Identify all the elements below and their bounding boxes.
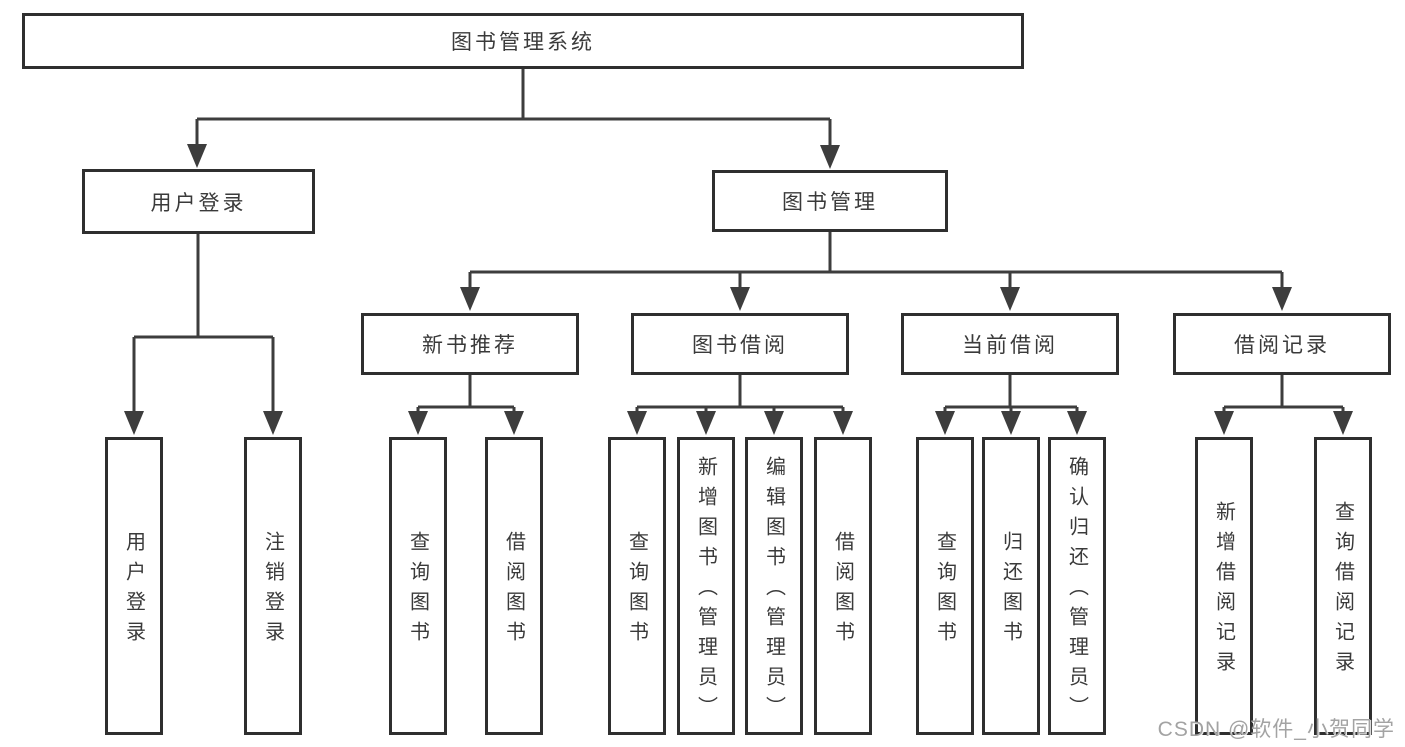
arrowhead-icon	[1067, 411, 1087, 435]
node-book-borrow: 图书借阅	[631, 313, 849, 375]
leaf-borrow-books: 借阅图书	[814, 437, 872, 735]
arrowhead-icon	[1001, 411, 1021, 435]
arrowhead-icon	[764, 411, 784, 435]
arrowhead-icon	[696, 411, 716, 435]
node-new-book-recommend: 新书推荐	[361, 313, 579, 375]
arrowhead-icon	[1214, 411, 1234, 435]
leaf-add-book-admin: 新增图书（管理员）	[677, 437, 735, 735]
connector-current-to-leaves	[935, 375, 1087, 435]
leaf-borrow-books-label: 借阅图书	[831, 531, 854, 651]
connector-root-to-level2	[187, 69, 840, 169]
leaf-query-books-current-label: 查询图书	[933, 531, 956, 651]
leaf-edit-book-admin: 编辑图书（管理员）	[745, 437, 803, 735]
leaf-query-books-borrow-label: 查询图书	[625, 531, 648, 651]
arrowhead-icon	[124, 411, 144, 435]
node-borrow-records-label: 借阅记录	[1234, 334, 1330, 357]
leaf-query-borrow-record-label: 查询借阅记录	[1331, 501, 1354, 681]
leaf-confirm-return-admin: 确认归还（管理员）	[1048, 437, 1106, 735]
arrowhead-icon	[833, 411, 853, 435]
arrowhead-icon	[263, 411, 283, 435]
node-current-borrow-label: 当前借阅	[962, 334, 1058, 357]
leaf-return-book-label: 归还图书	[999, 531, 1022, 651]
leaf-add-book-admin-label: 新增图书（管理员）	[694, 456, 717, 726]
leaf-query-books-recommend-label: 查询图书	[406, 531, 429, 651]
leaf-edit-book-admin-label: 编辑图书（管理员）	[762, 456, 785, 726]
connector-records-to-leaves	[1214, 375, 1353, 435]
node-new-book-recommend-label: 新书推荐	[422, 334, 518, 357]
arrowhead-icon	[1272, 287, 1292, 311]
leaf-confirm-return-admin-label: 确认归还（管理员）	[1065, 456, 1088, 726]
arrowhead-icon	[460, 287, 480, 311]
arrowhead-icon	[820, 145, 840, 169]
arrowhead-icon	[187, 144, 207, 168]
arrowhead-icon	[627, 411, 647, 435]
leaf-return-book: 归还图书	[982, 437, 1040, 735]
connector-login-to-leaves	[124, 234, 283, 435]
arrowhead-icon	[1000, 287, 1020, 311]
node-library-system: 图书管理系统	[22, 13, 1024, 69]
leaf-add-borrow-record-label: 新增借阅记录	[1212, 501, 1235, 681]
connector-borrow-to-leaves	[627, 375, 853, 435]
leaf-query-borrow-record: 查询借阅记录	[1314, 437, 1372, 735]
leaf-user-login-label: 用户登录	[122, 531, 145, 651]
node-book-management: 图书管理	[712, 170, 948, 232]
arrowhead-icon	[935, 411, 955, 435]
leaf-query-books-borrow: 查询图书	[608, 437, 666, 735]
arrowhead-icon	[1333, 411, 1353, 435]
node-borrow-records: 借阅记录	[1173, 313, 1391, 375]
leaf-logout-label: 注销登录	[261, 531, 284, 651]
arrowhead-icon	[504, 411, 524, 435]
leaf-query-books-current: 查询图书	[916, 437, 974, 735]
leaf-add-borrow-record: 新增借阅记录	[1195, 437, 1253, 735]
node-book-borrow-label: 图书借阅	[692, 334, 788, 357]
node-user-login-label: 用户登录	[150, 191, 247, 215]
leaf-logout: 注销登录	[244, 437, 302, 735]
connector-recommend-to-leaves	[408, 375, 524, 435]
leaf-borrow-books-recommend-label: 借阅图书	[502, 531, 525, 651]
csdn-watermark: CSDN @软件_小贺同学	[1157, 718, 1395, 741]
arrowhead-icon	[408, 411, 428, 435]
leaf-query-books-recommend: 查询图书	[389, 437, 447, 735]
node-book-management-label: 图书管理	[782, 191, 878, 214]
node-library-system-label: 图书管理系统	[451, 31, 595, 54]
leaf-borrow-books-recommend: 借阅图书	[485, 437, 543, 735]
node-user-login: 用户登录	[82, 169, 315, 234]
leaf-user-login: 用户登录	[105, 437, 163, 735]
connector-bookmgmt-to-level3	[460, 232, 1292, 311]
arrowhead-icon	[730, 287, 750, 311]
node-current-borrow: 当前借阅	[901, 313, 1119, 375]
